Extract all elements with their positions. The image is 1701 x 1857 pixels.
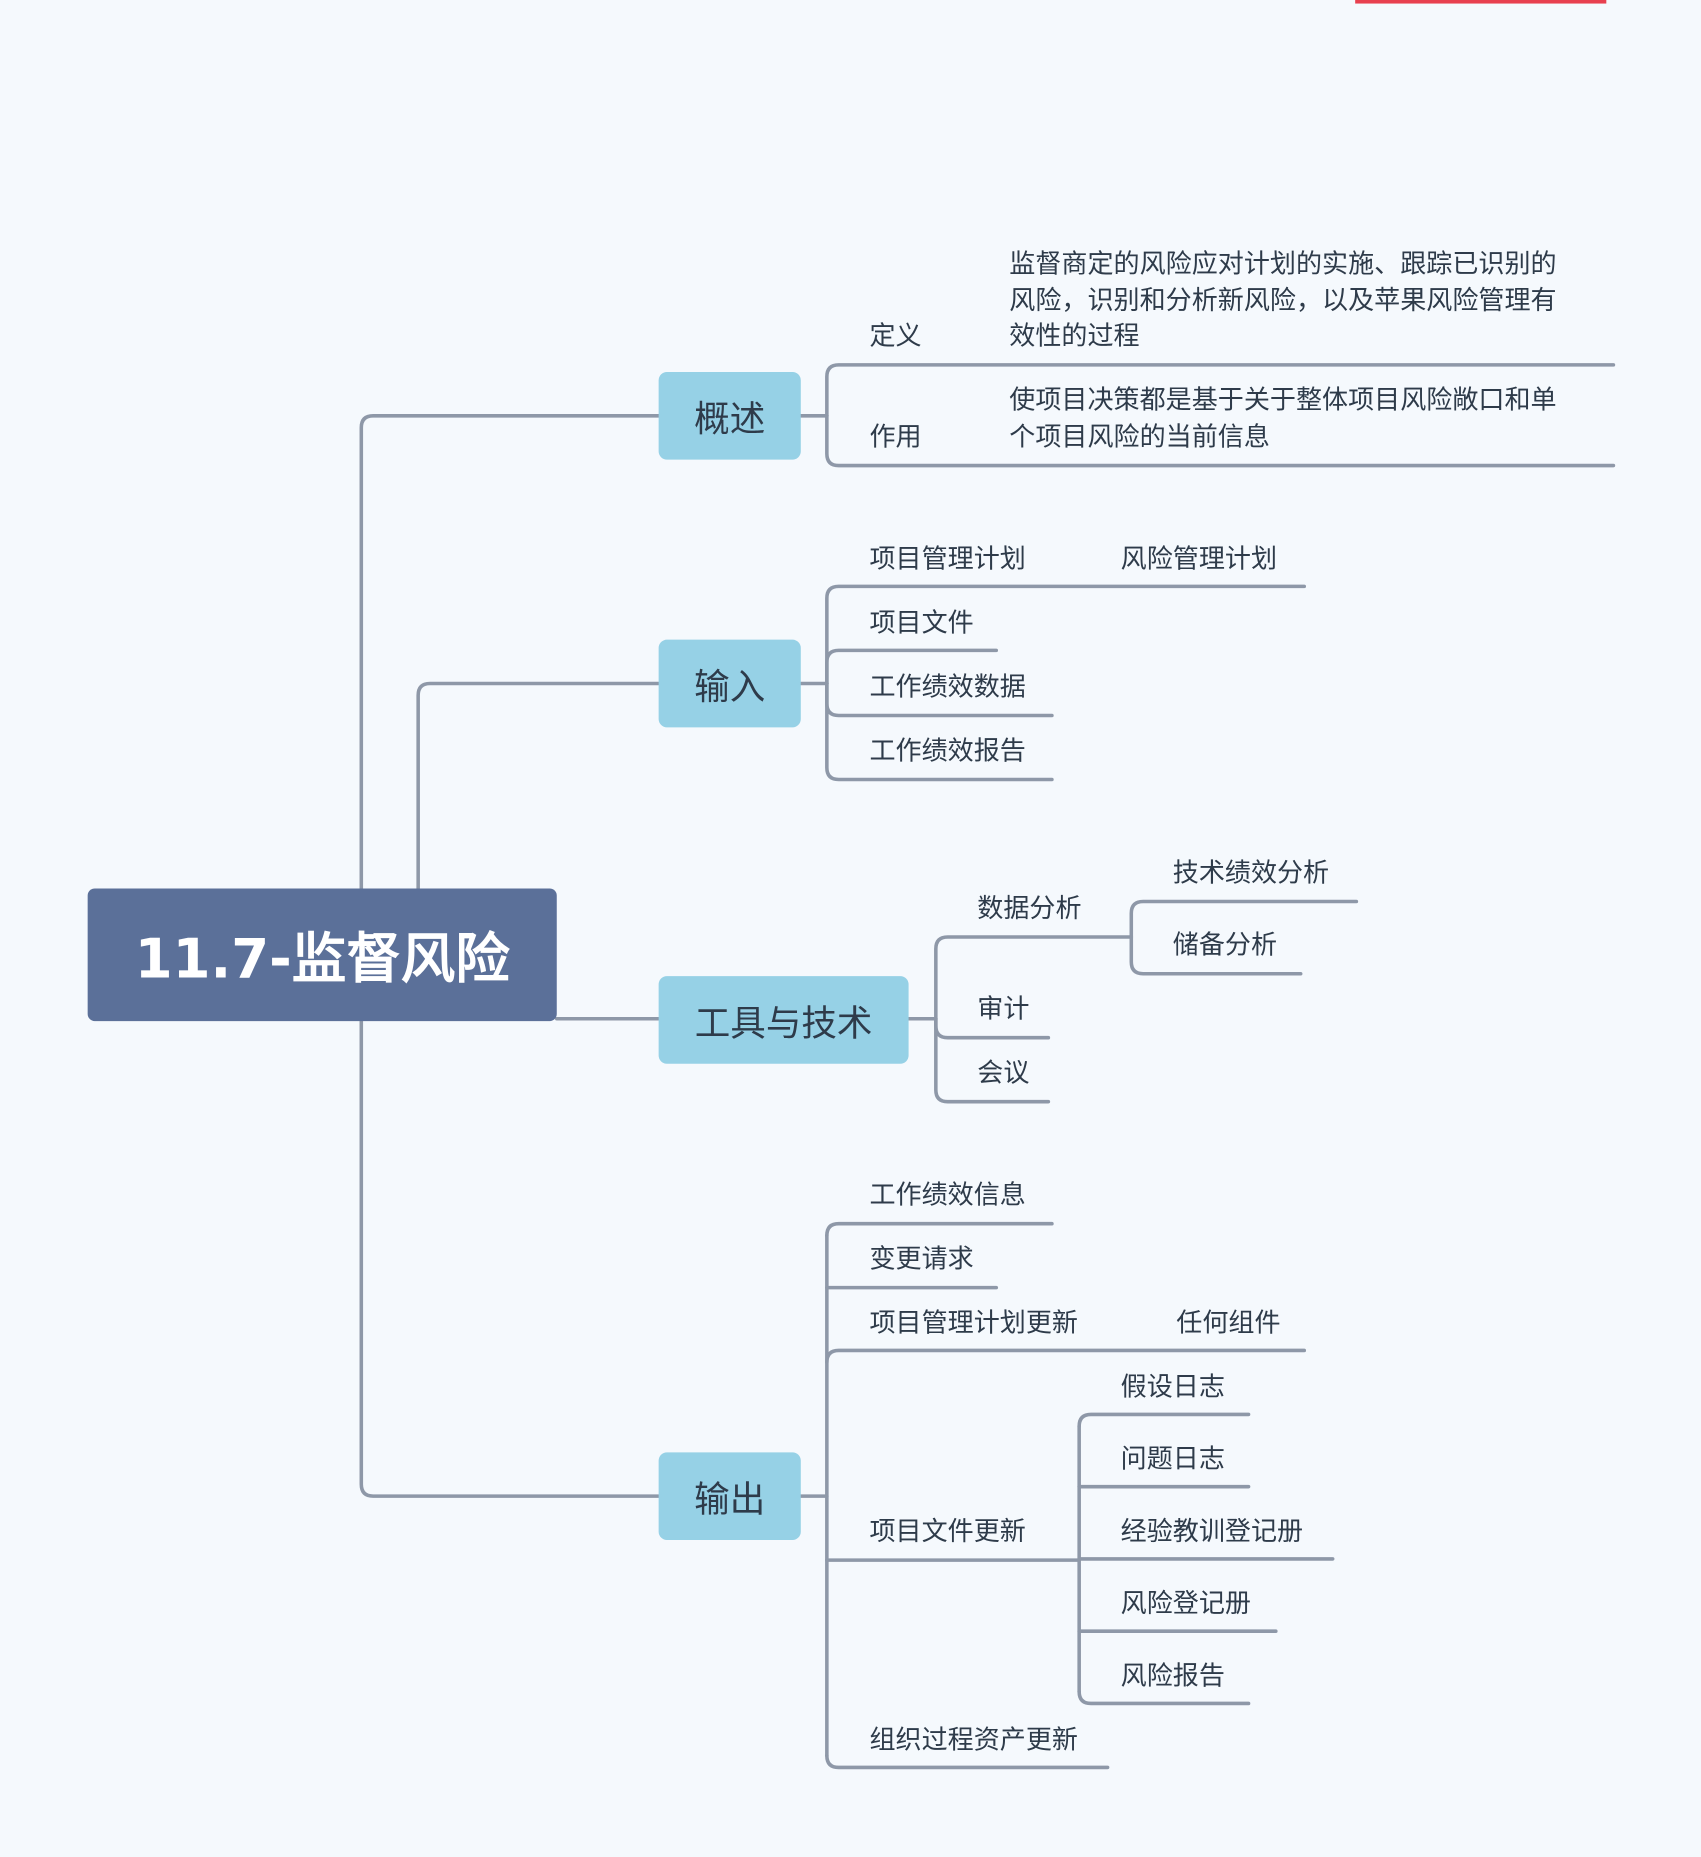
node-assumption-log[interactable]: 假设日志 [1120, 1372, 1225, 1403]
connector-data-reserve [1129, 935, 1303, 976]
node-work-perf-info[interactable]: 工作绩效信息 [869, 1181, 1026, 1211]
top-accent-bar [1355, 0, 1607, 4]
purpose-text-line-2: 个项目风险的当前信息 [1009, 422, 1270, 453]
node-project-docs[interactable]: 项目文件 [869, 608, 974, 639]
connector-overview-purpose [825, 414, 1616, 468]
branch-tools[interactable]: 工具与技术 [658, 976, 909, 1064]
node-opa-updates[interactable]: 组织过程资产更新 [869, 1725, 1079, 1756]
connector-root-overview [359, 414, 661, 891]
node-pm-plan[interactable]: 项目管理计划 [869, 544, 1026, 575]
node-definition[interactable]: 定义 [869, 322, 922, 352]
node-audit[interactable]: 审计 [977, 995, 1030, 1025]
node-tech-perf-analysis[interactable]: 技术绩效分析 [1172, 858, 1330, 889]
node-change-requests[interactable]: 变更请求 [869, 1245, 974, 1275]
branch-outputs[interactable]: 输出 [658, 1452, 801, 1540]
node-risk-report[interactable]: 风险报告 [1120, 1661, 1225, 1692]
connector-outputs-pmupdates [825, 1348, 1307, 1365]
connector-outputs-opa [825, 1753, 1110, 1770]
connector-docs-assump [1077, 1412, 1251, 1429]
definition-text-line-3: 效性的过程 [1009, 322, 1140, 352]
node-meetings[interactable]: 会议 [977, 1059, 1030, 1089]
root-topic[interactable]: 11.7-监督风险 [87, 888, 557, 1022]
node-any-component[interactable]: 任何组件 [1176, 1308, 1281, 1339]
node-reserve-analysis[interactable]: 储备分析 [1172, 931, 1278, 961]
node-data-analysis[interactable]: 数据分析 [977, 894, 1082, 924]
branch-inputs[interactable]: 输入 [658, 639, 801, 728]
purpose-text-line-1: 使项目决策都是基于关于整体项目风险敞口和单 [1009, 386, 1557, 416]
connector-data-tech [1129, 899, 1359, 939]
connector-overview-definition [825, 363, 1616, 418]
connector-inputs-pmplan [825, 584, 1307, 686]
connector-tools-meetings [934, 1016, 1051, 1104]
connector-inputs-docs [825, 648, 999, 686]
definition-text-line-2: 风险，识别和分析新风险，以及苹果风险管理有 [1009, 286, 1557, 317]
node-work-perf-data[interactable]: 工作绩效数据 [869, 672, 1026, 703]
connector-root-outputs [359, 1019, 661, 1498]
connector-outputs-perfinfo [825, 1221, 1054, 1238]
node-doc-updates[interactable]: 项目文件更新 [869, 1517, 1026, 1548]
node-risk-mgmt-plan[interactable]: 风险管理计划 [1120, 544, 1278, 575]
node-purpose[interactable]: 作用 [869, 422, 922, 453]
node-lessons-learned[interactable]: 经验教训登记册 [1120, 1517, 1304, 1548]
definition-text-line-1: 监督商定的风险应对计划的实施、跟踪已识别的 [1009, 249, 1557, 280]
node-issue-log[interactable]: 问题日志 [1120, 1445, 1225, 1475]
connector-tools-data [934, 935, 1134, 1021]
node-work-perf-reports[interactable]: 工作绩效报告 [869, 736, 1026, 767]
connector-docs-report [1077, 1689, 1251, 1706]
connector-inputs-perfreports [825, 681, 1054, 782]
branch-overview[interactable]: 概述 [658, 371, 801, 460]
connector-root-inputs [416, 681, 661, 891]
node-pm-plan-updates[interactable]: 项目管理计划更新 [869, 1308, 1079, 1339]
node-risk-register[interactable]: 风险登记册 [1120, 1589, 1251, 1620]
